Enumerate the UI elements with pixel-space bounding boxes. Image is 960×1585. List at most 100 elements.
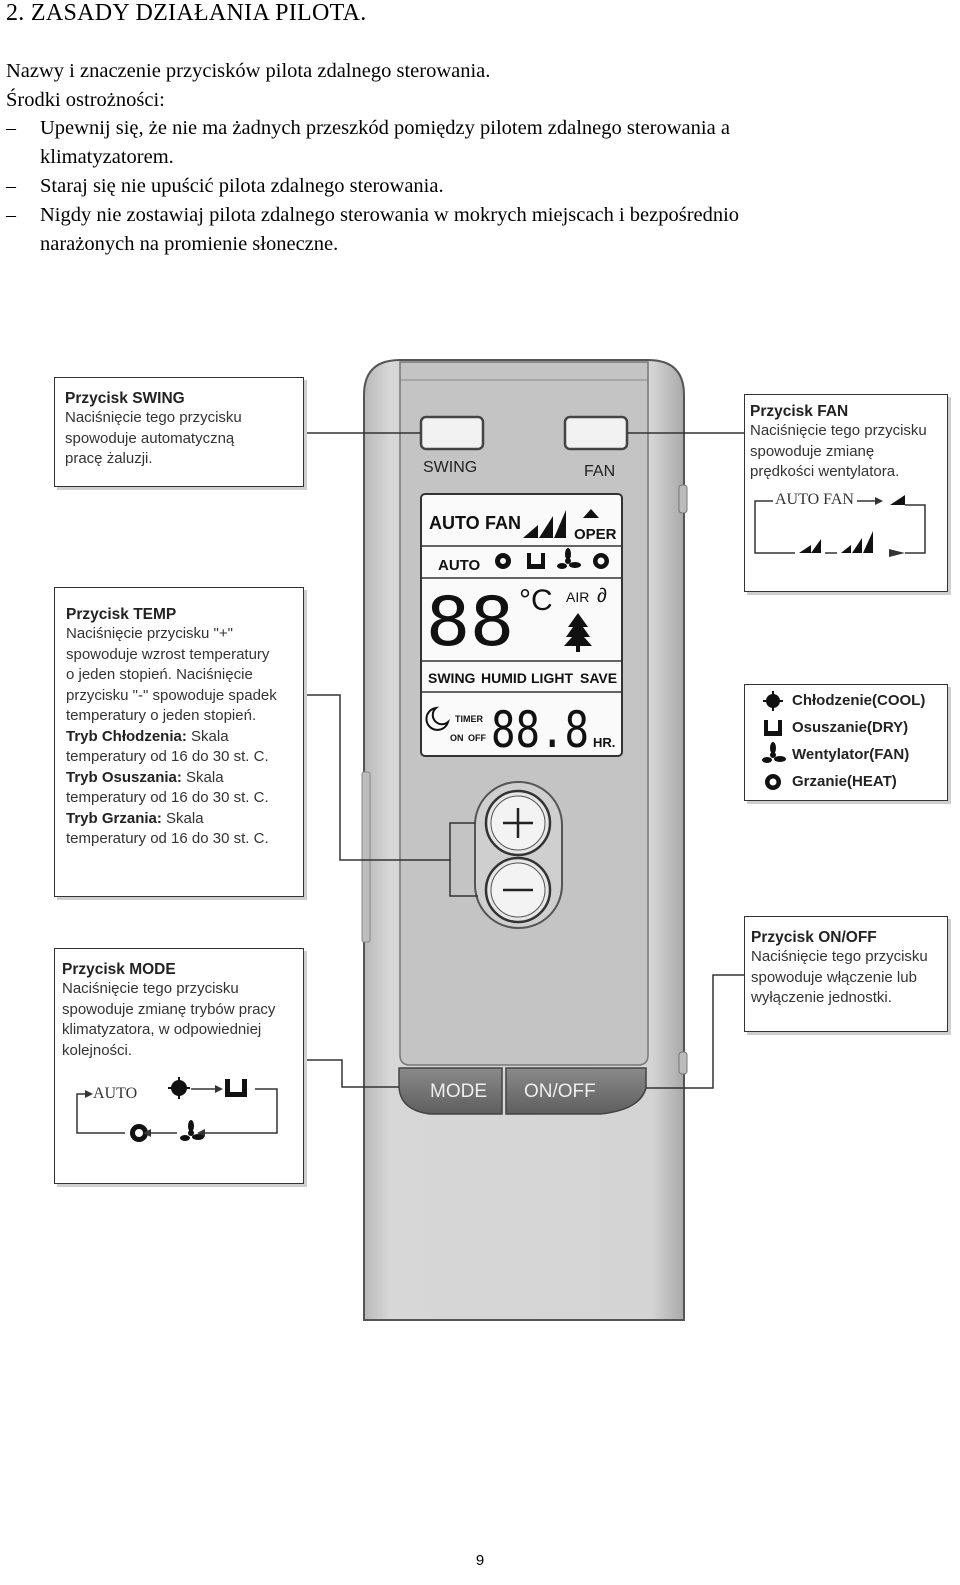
intro-line-1: Nazwy i znaczenie przycisków pilota zdal… xyxy=(6,60,491,82)
swing-button xyxy=(419,415,485,451)
dash-3: – xyxy=(6,204,16,226)
lcd-timer: TIMER xyxy=(455,714,483,724)
legend-fan: Wentylator(FAN) xyxy=(792,746,910,763)
lcd-display: AUTO FAN OPER AUTO 88 °C AIR ∂ SWING HUM… xyxy=(420,493,623,759)
page-number: 9 xyxy=(475,1552,485,1569)
fan-cycle-diagram xyxy=(754,495,926,557)
callout-temp-line-5: temperatury o jeden stopień. xyxy=(66,707,257,724)
mode-button xyxy=(398,1067,503,1115)
lcd-fan-speed-bars xyxy=(523,510,566,538)
fan-button xyxy=(563,415,629,451)
heat-mode-label: Tryb Grzania: xyxy=(66,809,162,827)
sun-icon xyxy=(765,774,781,790)
callout-mode: Przycisk MODE Naciśnięcie tego przycisku… xyxy=(54,948,304,1184)
cool-mode-label: Tryb Chłodzenia: xyxy=(66,727,187,745)
legend-cool: Chłodzenie(COOL) xyxy=(792,692,926,709)
snowflake-icon xyxy=(168,1077,190,1099)
callout-swing: Przycisk SWING Naciśnięcie tego przycisk… xyxy=(54,377,304,487)
mode-cycle-auto: AUTO xyxy=(93,1085,138,1102)
lcd-temperature: 88 xyxy=(426,583,514,662)
callout-temp-title: Przycisk TEMP xyxy=(66,606,177,623)
mode-cycle-diagram xyxy=(76,1077,278,1142)
callout-temp-line-4: przycisku "-" spowoduje spadek xyxy=(66,686,277,704)
fan-cycle-auto: AUTO FAN xyxy=(775,491,854,508)
legend-heat: Grzanie(HEAT) xyxy=(792,773,897,790)
lcd-on: ON xyxy=(450,733,464,743)
page-heading: 2. ZASADY DZIAŁANIA PILOTA. xyxy=(6,0,367,26)
precaution-3-line-2: narażonych na promienie słoneczne. xyxy=(40,233,339,255)
callout-temp-line-2: spowoduje wzrost temperatury xyxy=(66,645,270,663)
heat-mode-rest: Skala xyxy=(161,809,204,827)
lcd-oper: OPER xyxy=(574,526,617,543)
callout-temp-line-1: Naciśnięcie przycisku "+" xyxy=(66,625,233,642)
fan-icon xyxy=(180,1120,204,1141)
dash-1: – xyxy=(6,117,16,139)
lcd-air: AIR xyxy=(566,589,589,605)
callout-fan-line-1: Naciśnięcie tego przycisku xyxy=(750,422,927,439)
precaution-2-line-1: Staraj się nie upuścić pilota zdalnego s… xyxy=(40,175,444,197)
callout-fan: Przycisk FAN Naciśnięcie tego przycisku … xyxy=(744,394,948,592)
callout-fan-line-2: spowoduje zmianę xyxy=(750,442,875,460)
fan-button-label: FAN xyxy=(584,463,615,480)
intro-line-2: Środki ostrożności: xyxy=(6,89,165,111)
lcd-time: 88.8 xyxy=(491,701,589,759)
lcd-save: SAVE xyxy=(580,670,617,686)
legend-dry: Osuszanie(DRY) xyxy=(792,719,909,736)
callout-mode-title: Przycisk MODE xyxy=(62,961,176,978)
callout-temp: Przycisk TEMP Naciśnięcie przycisku "+" … xyxy=(54,587,304,897)
callout-mode-line-3: klimatyzatora, w odpowiedniej xyxy=(62,1021,262,1038)
callout-temp-line-3: o jeden stopień. Naciśnięcie xyxy=(66,666,253,683)
dash-2: – xyxy=(6,175,16,197)
precaution-3-line-1: Nigdy nie zostawiaj pilota zdalnego ster… xyxy=(40,204,740,226)
callout-swing-title: Przycisk SWING xyxy=(65,390,185,407)
lcd-unit: °C xyxy=(519,584,553,617)
leader-lines xyxy=(304,432,744,1089)
callout-swing-line-1: Naciśnięcie tego przycisku xyxy=(65,409,242,426)
lcd-auto-small: AUTO xyxy=(438,557,481,574)
cool-mode-rest: Skala xyxy=(186,727,229,745)
callout-onoff: Przycisk ON/OFF Naciśnięcie tego przycis… xyxy=(744,916,948,1032)
sun-icon xyxy=(130,1124,148,1142)
modes-legend: Chłodzenie(COOL) Osuszanie(DRY) Wentylat… xyxy=(744,684,948,801)
cool-mode-range: temperatury od 16 do 30 st. C. xyxy=(66,748,269,765)
lcd-sleep-icon xyxy=(425,706,450,731)
lcd-oper-arrow xyxy=(583,509,599,518)
lcd-light: LIGHT xyxy=(531,670,573,686)
callout-fan-title: Przycisk FAN xyxy=(750,403,849,420)
lcd-fan: FAN xyxy=(485,513,521,533)
onoff-button-label: ON/OFF xyxy=(524,1081,596,1102)
callout-swing-line-3: pracę żaluzji. xyxy=(65,450,153,467)
mode-button-label: MODE xyxy=(430,1081,487,1102)
lcd-off: OFF xyxy=(468,733,486,743)
dry-mode-range: temperatury od 16 do 30 st. C. xyxy=(66,789,269,806)
temp-plus-button xyxy=(484,789,552,857)
callout-mode-line-2: spowoduje zmianę trybów pracy xyxy=(62,1000,276,1018)
heat-mode-range: temperatury od 16 do 30 st. C. xyxy=(66,830,269,847)
onoff-button xyxy=(505,1067,647,1115)
lcd-swing: SWING xyxy=(428,670,476,686)
callout-onoff-line-1: Naciśnięcie tego przycisku xyxy=(751,948,928,965)
precaution-1-line-1: Upewnij się, że nie ma żadnych przeszkód… xyxy=(40,117,730,139)
precaution-1-line-2: klimatyzatorem. xyxy=(40,146,174,168)
lcd-tree-icon xyxy=(564,613,592,652)
callout-onoff-line-2: spowoduje włączenie lub xyxy=(751,968,917,986)
callout-fan-line-3: prędkości wentylatora. xyxy=(750,463,900,480)
temp-minus-button xyxy=(484,856,552,924)
callout-swing-line-2: spowoduje automatyczną xyxy=(65,429,235,447)
lcd-air-icon: ∂ xyxy=(597,585,607,607)
dry-mode-label: Tryb Osuszania: xyxy=(66,768,182,786)
lcd-hr: HR. xyxy=(593,735,615,750)
callout-mode-line-1: Naciśnięcie tego przycisku xyxy=(62,980,239,997)
callout-mode-line-4: kolejności. xyxy=(62,1041,133,1059)
swing-button-label: SWING xyxy=(423,459,477,476)
water-tank-icon xyxy=(225,1079,247,1097)
water-tank-icon xyxy=(764,720,782,736)
fan-icon xyxy=(762,742,786,763)
lcd-auto: AUTO xyxy=(429,513,480,533)
dry-mode-rest: Skala xyxy=(181,768,224,786)
lcd-mode-icons xyxy=(495,548,609,569)
snowflake-icon xyxy=(763,691,783,711)
lcd-humid: HUMID xyxy=(481,670,527,686)
callout-onoff-title: Przycisk ON/OFF xyxy=(751,929,877,946)
